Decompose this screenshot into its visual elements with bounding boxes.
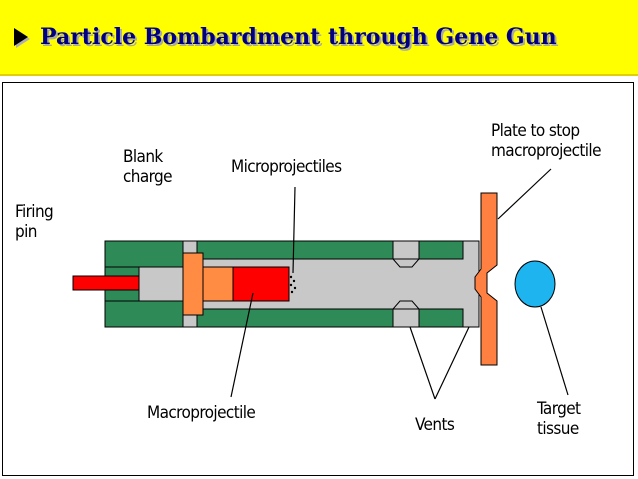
target-tissue [514,260,556,308]
plate-leader [497,168,552,220]
microprojectiles-label: Microprojectiles [231,157,342,177]
gene-gun-drawing [72,168,569,400]
stopping-plate [474,192,498,366]
vent-bottom [391,300,421,310]
title-banner [0,0,638,74]
firing-pin-label: Firing pin [15,202,54,242]
banner-divider [0,74,638,76]
barrel-top-wall [196,240,394,260]
blank-charge-cap [182,252,204,316]
target-leader [540,306,569,396]
blank-charge-label: Blank charge [123,147,173,187]
microprojectile-dots [289,275,297,294]
title-row: Particle Bombardment through Gene Gun [14,20,557,54]
arrow-bullet-icon [14,28,28,46]
target-tissue-label: Target tissue [537,399,581,439]
blank-charge [202,266,234,302]
breech-bottom-wall [104,300,184,328]
plate-label: Plate to stop macroprojectile [491,121,602,161]
microprojectiles-leader [292,186,296,274]
macroprojectile-leader [230,292,254,398]
barrel-bottom-wall-front [418,308,464,328]
leader-lines [230,168,569,400]
barrel-top-wall-front [418,240,464,260]
breech-top-wall [104,240,184,268]
vent-top [391,258,421,268]
gene-gun-diagram: Firing pin Blank charge Microprojectiles… [2,82,634,476]
vents-leader-left [409,326,436,400]
slide-title: Particle Bombardment through Gene Gun [40,24,557,50]
firing-pin [72,275,140,291]
macroprojectile [232,266,290,302]
vents-leader-right [434,326,470,400]
vents-label: Vents [415,415,455,435]
barrel-bottom-wall [196,308,394,328]
macroprojectile-label: Macroprojectile [147,403,256,423]
